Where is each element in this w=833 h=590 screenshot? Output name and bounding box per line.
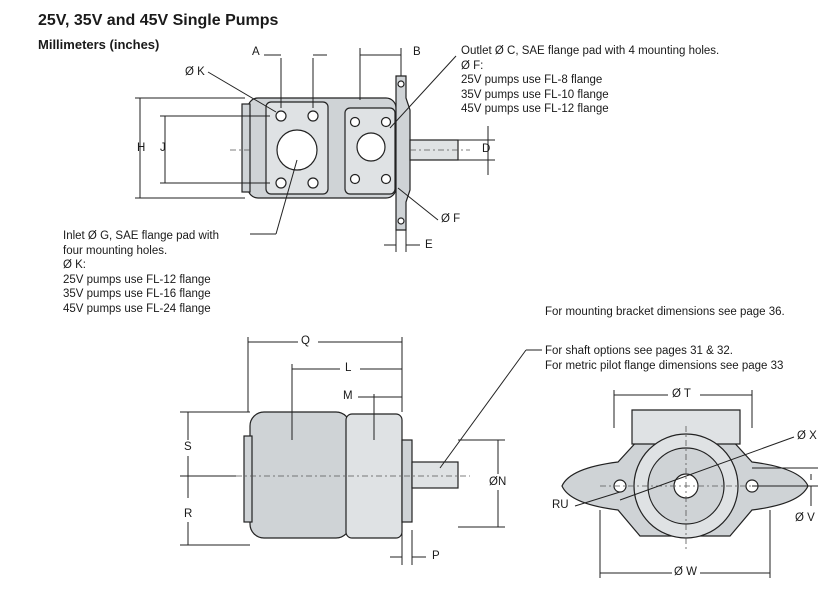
shaft-note-line: For metric pilot flange dimensions see p… bbox=[545, 359, 784, 372]
inlet-note-line: 35V pumps use FL-16 flange bbox=[63, 288, 211, 301]
inlet-note-line: four mounting holes. bbox=[63, 244, 168, 257]
outlet-note-line: 45V pumps use FL-12 flange bbox=[461, 103, 609, 116]
dim-label-q: Q bbox=[301, 335, 310, 347]
inlet-note-line: 25V pumps use FL-12 flange bbox=[63, 273, 211, 286]
page-title: 25V, 35V and 45V Single Pumps bbox=[38, 12, 279, 29]
outlet-note: Outlet Ø C, SAE flange pad with 4 mounti… bbox=[461, 44, 719, 117]
outlet-note-line: 25V pumps use FL-8 flange bbox=[461, 74, 603, 87]
inlet-note-line: Ø K: bbox=[63, 259, 87, 272]
dim-label-s: S bbox=[184, 441, 192, 453]
dim-label-h: H bbox=[137, 142, 146, 154]
dim-label-d: D bbox=[482, 143, 491, 155]
front-view-dimension-lines bbox=[574, 390, 818, 578]
dim-label-w: Ø W bbox=[674, 566, 697, 578]
dim-label-x: Ø X bbox=[797, 430, 817, 442]
dim-label-t: Ø T bbox=[672, 388, 691, 400]
dim-label-j: J bbox=[160, 142, 166, 154]
dim-label-e: E bbox=[425, 239, 433, 251]
shaft-note-line: For shaft options see pages 31 & 32. bbox=[545, 345, 733, 357]
dim-label-r: R bbox=[184, 508, 193, 520]
units-subtitle: Millimeters (inches) bbox=[38, 37, 160, 52]
dim-label-k: Ø K bbox=[185, 66, 205, 78]
outlet-note-line: Ø F: bbox=[461, 59, 484, 72]
front-view-pump bbox=[561, 409, 809, 552]
top-view-dimension-lines bbox=[135, 48, 495, 252]
dim-label-b: B bbox=[413, 46, 421, 58]
side-view-pump bbox=[236, 411, 470, 539]
dim-label-ru: RU bbox=[552, 499, 569, 511]
inlet-note-line: 45V pumps use FL-24 flange bbox=[63, 302, 211, 315]
dim-label-m: M bbox=[343, 390, 353, 402]
dim-label-a: A bbox=[252, 46, 260, 58]
shaft-note: For shaft options see pages 31 & 32. For… bbox=[545, 344, 783, 373]
dim-label-n: ØN bbox=[489, 476, 507, 488]
inlet-note: Inlet Ø G, SAE flange pad with four moun… bbox=[63, 229, 219, 317]
outlet-note-line: 35V pumps use FL-10 flange bbox=[461, 88, 609, 101]
inlet-note-line: Inlet Ø G, SAE flange pad with bbox=[63, 230, 219, 242]
top-view-pump bbox=[230, 75, 470, 231]
dim-label-l: L bbox=[345, 362, 352, 374]
dim-label-v: Ø V bbox=[795, 512, 815, 524]
bracket-note: For mounting bracket dimensions see page… bbox=[545, 306, 785, 318]
side-view-dimension-lines bbox=[180, 337, 542, 565]
dim-label-p: P bbox=[432, 550, 440, 562]
outlet-note-line: Outlet Ø C, SAE flange pad with 4 mounti… bbox=[461, 45, 720, 57]
dim-label-f: Ø F bbox=[441, 213, 461, 225]
